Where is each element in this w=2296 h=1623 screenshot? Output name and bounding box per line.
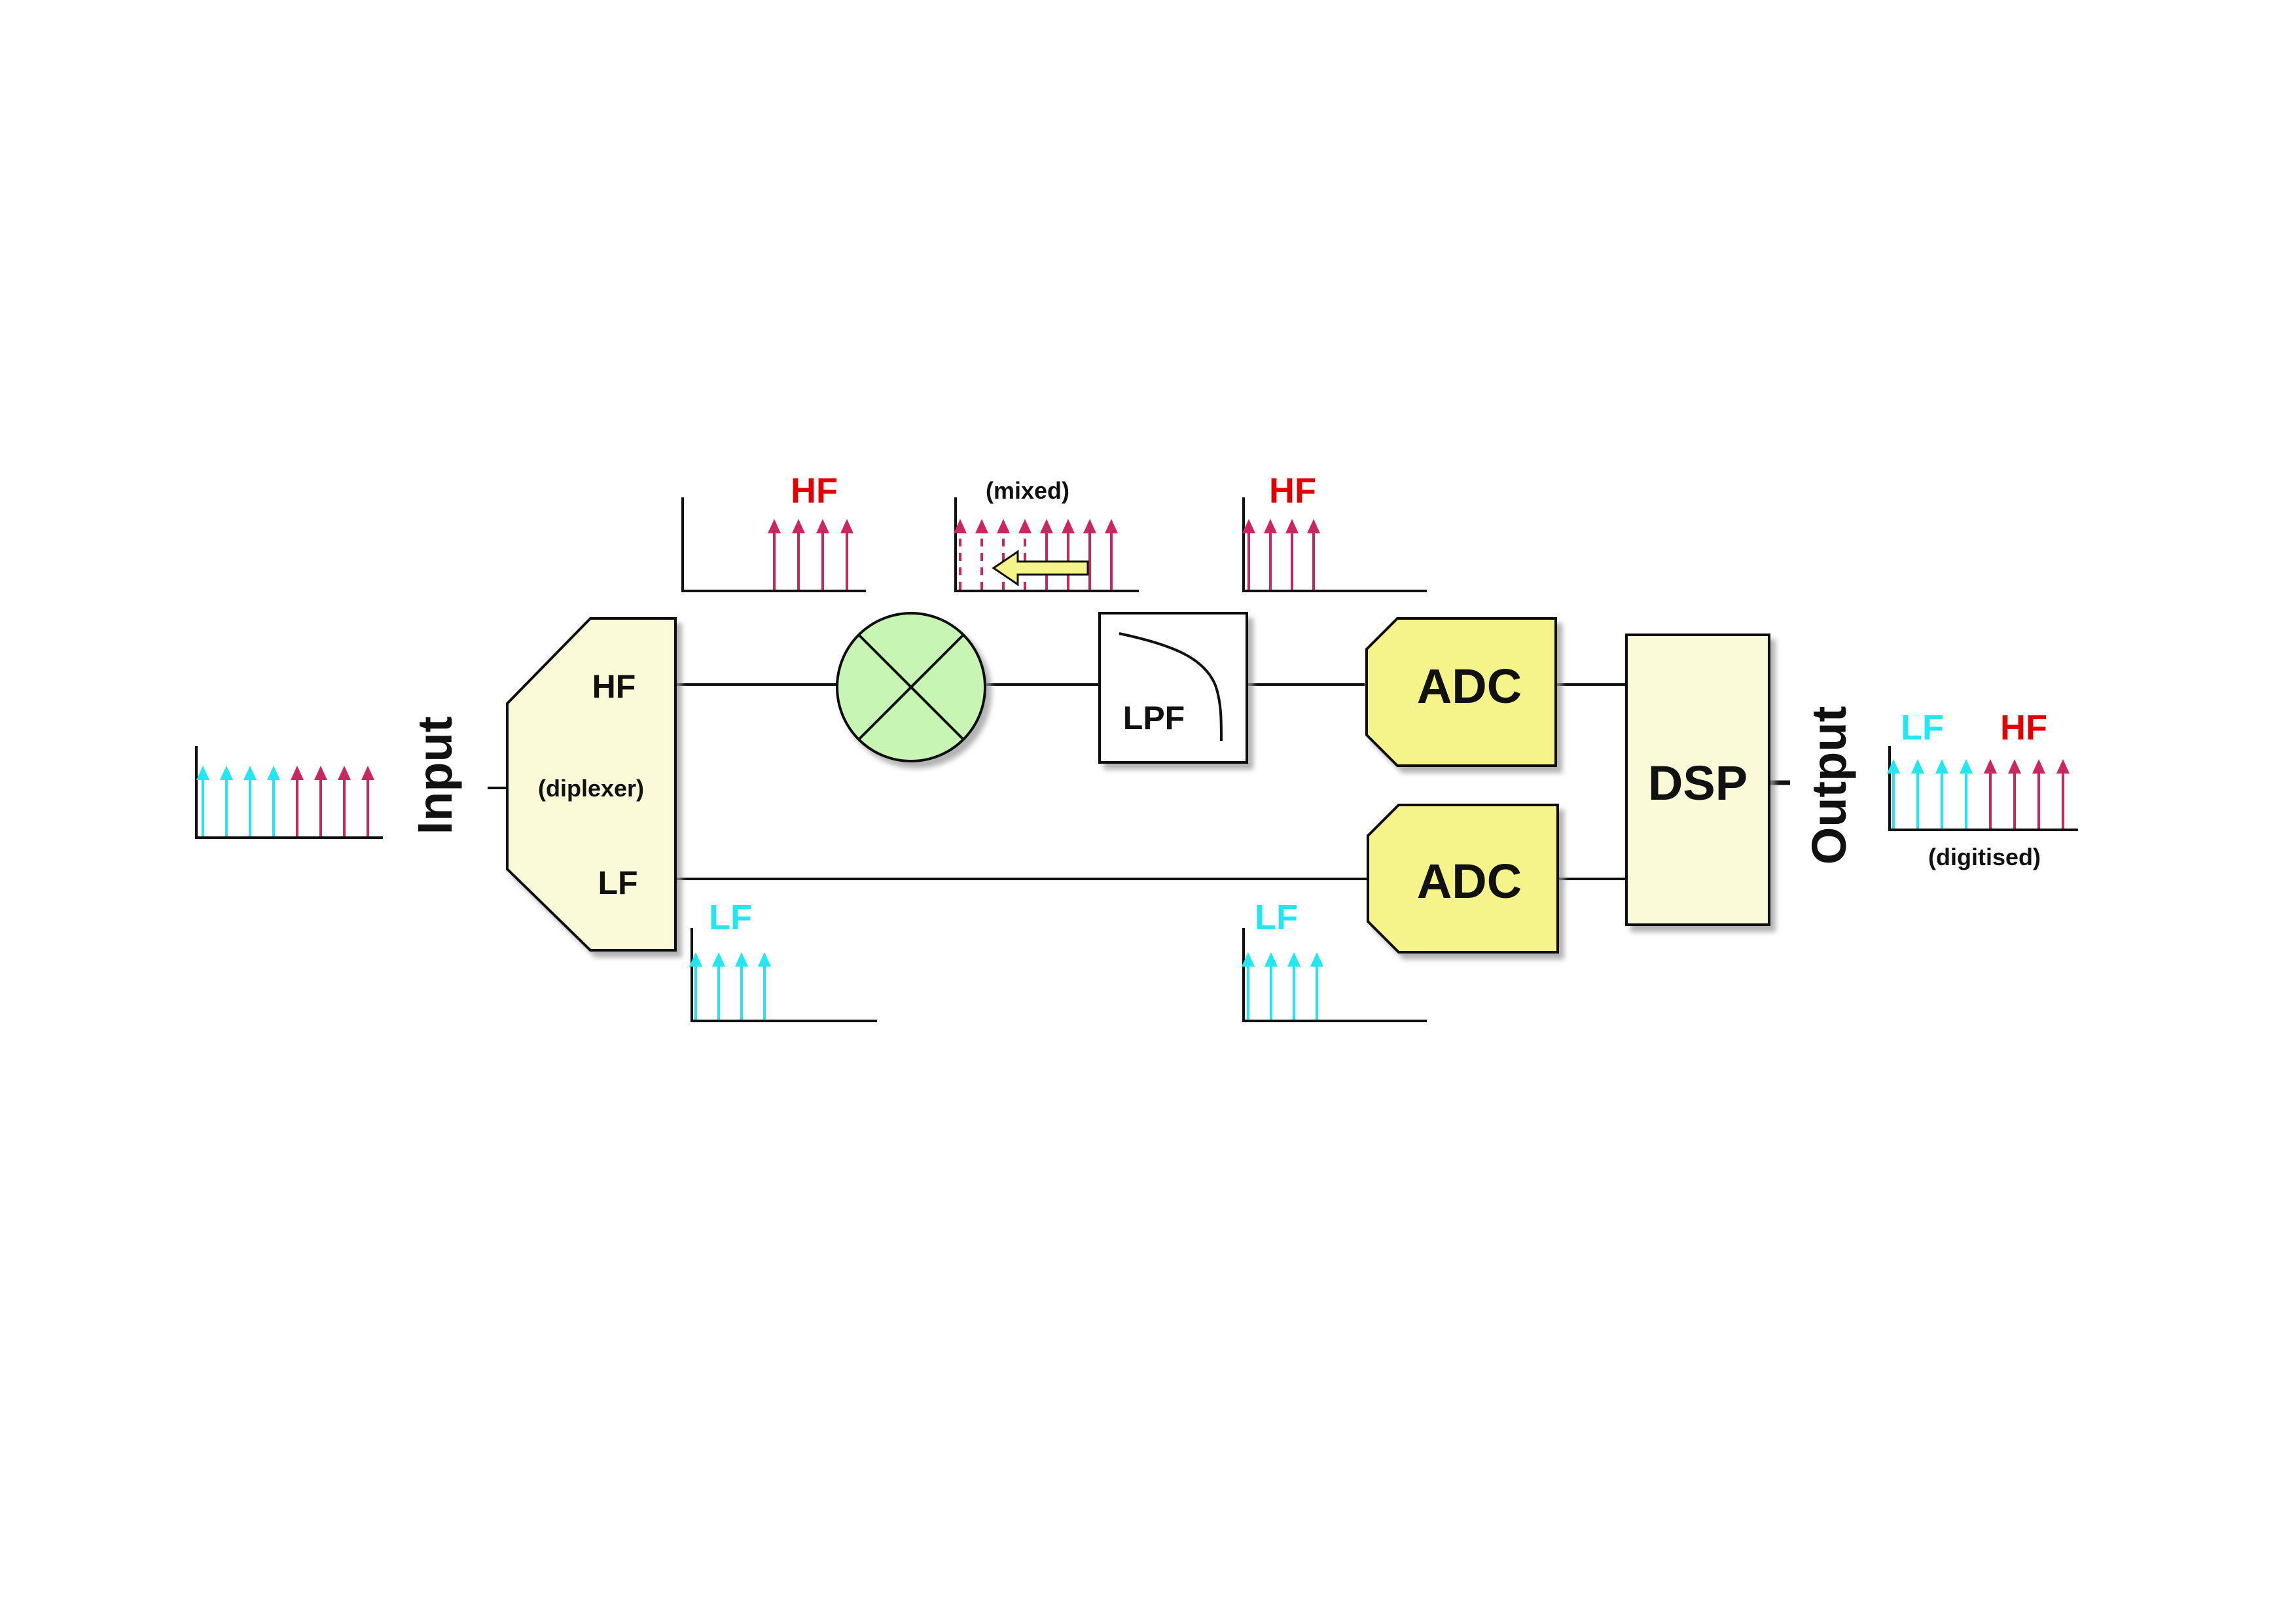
lf-component-arrow (735, 952, 748, 1020)
spectrum-lf-after-diplexer: LF (689, 898, 877, 1022)
hf-component-arrow (338, 766, 351, 836)
spectrum-axes (681, 497, 866, 592)
spectrum-axes (954, 497, 1139, 592)
lf-component-arrow (1887, 759, 1900, 829)
adc-top-block: ADC (1365, 617, 1557, 767)
dsp-label: DSP (1648, 756, 1748, 810)
shifted-component-arrow (1018, 519, 1031, 590)
hf-component-arrow (361, 766, 374, 836)
spectrum-axes (1242, 497, 1427, 592)
dsp-box (1625, 633, 1770, 926)
output-label: Output (1802, 706, 1856, 865)
hf-component-arrow (1083, 519, 1096, 590)
spectrum-caption-lf: LF (1901, 708, 1944, 747)
shifted-component-arrow (954, 519, 967, 590)
spectrum-caption: HF (791, 471, 838, 510)
spectrum-caption: HF (1269, 471, 1316, 510)
lf-component-arrow (1911, 759, 1924, 829)
lf-component-arrow (243, 766, 257, 836)
shifted-component-arrow (975, 519, 988, 590)
diplexer-lf-label: LF (598, 865, 637, 901)
signal-wires (488, 683, 1790, 880)
dsp-block: DSP (1625, 633, 1770, 926)
lf-component-arrow (196, 766, 209, 836)
input-label: Input (408, 717, 462, 835)
diplexer-hf-label: HF (592, 668, 636, 705)
hf-component-arrow (1105, 519, 1118, 590)
lf-component-arrow (689, 952, 702, 1020)
spectrum-axes (195, 746, 383, 839)
lowpass-response-icon (1119, 632, 1223, 741)
spectrum-caption: LF (1255, 898, 1298, 937)
lf-component-arrow (1265, 952, 1278, 1020)
hf-component-arrow (314, 766, 327, 836)
spectrum-caption-hf: HF (2000, 708, 2047, 747)
spectrum-output: LF HF (digitised) (1887, 708, 2078, 870)
lf-component-arrow (712, 952, 725, 1020)
shifted-component-arrow (997, 519, 1010, 590)
hf-component-arrow (1062, 519, 1075, 590)
adc-bottom-label: ADC (1417, 854, 1522, 908)
spectrum-mixed: (mixed) (954, 477, 1139, 592)
hf-component-arrow (792, 519, 805, 590)
hf-component-arrow (816, 519, 829, 590)
multiply-cross-icon (857, 633, 965, 741)
spectrum-input (195, 746, 383, 839)
adc-top-label: ADC (1417, 659, 1522, 713)
lf-component-arrow (220, 766, 233, 836)
diplexer-caption: (diplexer) (538, 775, 644, 802)
hf-component-arrow (2008, 759, 2021, 829)
left-arrow-icon (992, 550, 1089, 586)
hf-component-arrow (291, 766, 304, 836)
lf-component-arrow (758, 952, 771, 1020)
lf-component-arrow (1242, 952, 1255, 1020)
diplexer-block: HF (diplexer) LF (506, 617, 677, 952)
hf-component-arrow (1984, 759, 1997, 829)
lf-component-arrow (1935, 759, 1948, 829)
hf-component-arrow (1264, 519, 1277, 590)
spectrum-caption: LF (709, 898, 752, 937)
spectrum-axes (1242, 928, 1427, 1022)
lpf-box (1098, 612, 1248, 764)
lpf-block: LPF (1098, 612, 1248, 764)
diplexer-shape (506, 617, 677, 952)
lf-component-arrow (1287, 952, 1300, 1020)
spectrum-caption: (mixed) (986, 477, 1069, 504)
hf-component-arrow (1040, 519, 1053, 590)
hf-component-arrow (2032, 759, 2045, 829)
spectrum-caption: (digitised) (1928, 844, 2041, 870)
lf-component-arrow (1960, 759, 1973, 829)
hf-component-arrow (1242, 519, 1255, 590)
hf-component-arrow (840, 519, 853, 590)
hf-component-arrow (768, 519, 781, 590)
spectrum-hf-after-diplexer: HF (681, 471, 866, 592)
spectrum-lf-before-adc: LF (1242, 898, 1427, 1022)
spectrum-axes (691, 928, 877, 1022)
lf-component-arrow (1310, 952, 1323, 1020)
adc-bottom-shape (1367, 804, 1559, 954)
adc-bottom-block: ADC (1367, 804, 1559, 954)
spectrum-axes (1888, 746, 2078, 831)
hf-component-arrow (1285, 519, 1299, 590)
hf-component-arrow (2056, 759, 2070, 829)
lpf-label: LPF (1123, 700, 1185, 736)
hf-component-arrow (1307, 519, 1320, 590)
mixer-block (836, 612, 986, 762)
lf-component-arrow (267, 766, 280, 836)
spectrum-hf-after-lpf: HF (1242, 471, 1427, 592)
adc-top-shape (1365, 617, 1557, 767)
